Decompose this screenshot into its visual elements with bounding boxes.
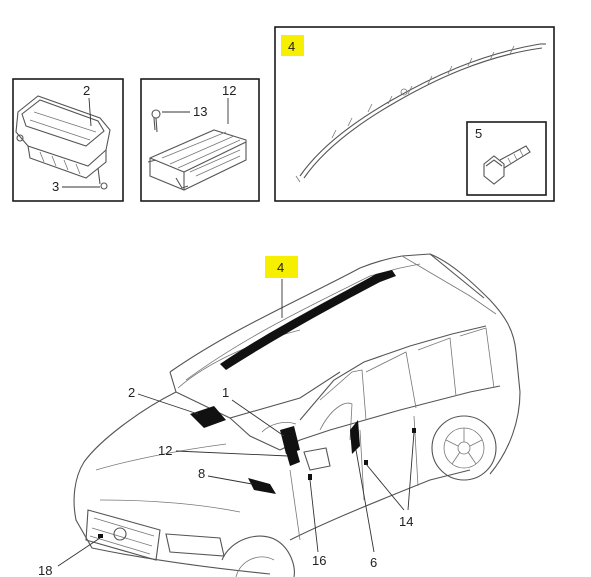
marker-sensor-c bbox=[412, 428, 416, 433]
leader-car-side-front bbox=[309, 479, 319, 553]
label-panel-b-module: 12 bbox=[222, 83, 236, 98]
leader-car-control bbox=[175, 450, 289, 457]
marker-side-airbag-rear bbox=[350, 420, 360, 454]
label-car-passenger: 2 bbox=[128, 385, 135, 400]
label-car-steering: 1 bbox=[222, 385, 229, 400]
leader-car-steering bbox=[231, 399, 285, 437]
leader-car-sensors bbox=[365, 431, 415, 511]
label-car-knee: 8 bbox=[198, 466, 205, 481]
marker-steering-airbag bbox=[280, 426, 300, 454]
label-car-sensors: 14 bbox=[399, 514, 413, 529]
leader-panel-a-module bbox=[88, 97, 92, 127]
curtain-airbag-drawing bbox=[295, 43, 546, 183]
marker-control-module bbox=[286, 448, 300, 466]
label-panel-a-screw: 3 bbox=[52, 179, 59, 194]
bolt-drawing bbox=[483, 145, 531, 185]
leader-car-passenger bbox=[137, 393, 199, 415]
label-car-front-sensor: 18 bbox=[38, 563, 52, 577]
leader-car-front-sensor bbox=[57, 537, 101, 567]
label-panel-c-curtain: 4 bbox=[288, 39, 295, 54]
label-car-side-front: 16 bbox=[312, 553, 326, 568]
highlight-car-curtain bbox=[265, 256, 298, 278]
highlight-panel-c-curtain bbox=[281, 35, 304, 56]
panel-curtain-airbag: 4 5 bbox=[274, 26, 555, 202]
marker-passenger-airbag bbox=[190, 406, 226, 428]
passenger-airbag-module-drawing bbox=[15, 95, 111, 190]
label-car-control: 12 bbox=[158, 443, 172, 458]
panel-control-module: 12 13 bbox=[140, 78, 260, 202]
label-car-curtain: 4 bbox=[277, 260, 284, 275]
leader-car-side-rear bbox=[355, 449, 375, 553]
marker-side-sensor-front bbox=[308, 474, 312, 480]
panel-passenger-airbag: 2 3 bbox=[12, 78, 124, 202]
label-panel-c-bolt: 5 bbox=[475, 126, 482, 141]
marker-curtain-airbag bbox=[220, 270, 396, 370]
vehicle-illustration bbox=[73, 253, 521, 577]
leader-car-knee bbox=[207, 475, 253, 485]
label-panel-a-module: 2 bbox=[83, 83, 90, 98]
panel-c-bolt-frame bbox=[466, 121, 547, 196]
marker-sensor-b bbox=[364, 460, 368, 465]
control-module-drawing bbox=[147, 109, 247, 191]
label-panel-b-bolt: 13 bbox=[193, 104, 207, 119]
marker-knee-airbag bbox=[248, 478, 276, 494]
component-markers bbox=[98, 270, 416, 538]
label-car-side-rear: 6 bbox=[370, 555, 377, 570]
marker-front-sensor bbox=[98, 534, 103, 538]
car-callouts: 4 2 1 12 8 16 6 14 18 bbox=[38, 256, 415, 577]
